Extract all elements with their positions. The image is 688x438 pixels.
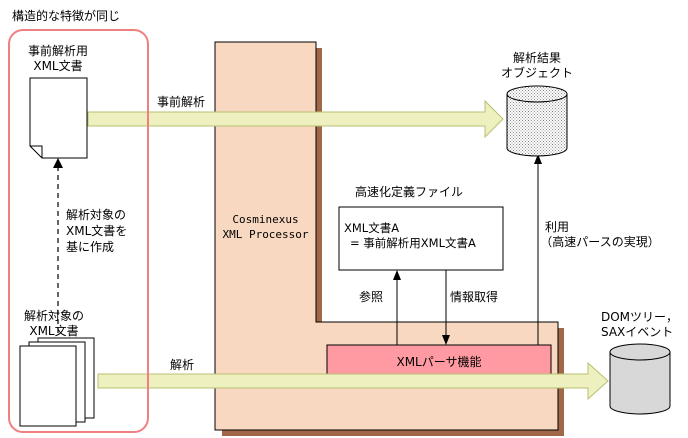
dom-sax-cylinder [609, 343, 671, 415]
use-label: 利用 （高速パースの実現） [515, 220, 685, 250]
dom-sax-label-line1: DOMツリー， [601, 310, 679, 324]
create-arrowhead [53, 158, 63, 168]
processor-label: Cosminexus XML Processor [215, 212, 316, 242]
preparse-arrow [87, 99, 504, 139]
preparse-arrow-label: 事前解析 [157, 95, 206, 109]
similar-structure-group [8, 29, 149, 433]
accel-definition-content: XML文書A = 事前解析用XML文書A [344, 221, 476, 251]
preparse-document-label: 事前解析用 XML文書 [22, 44, 94, 74]
parse-arrow [97, 361, 609, 401]
processor-block [214, 41, 559, 431]
use-label-line2: （高速パースの実現） [540, 235, 660, 249]
refer-label: 参照 [359, 290, 384, 304]
accel-definition-title: 高速化定義ファイル [355, 185, 464, 199]
info-label: 情報取得 [450, 290, 499, 304]
info-arrowhead [442, 335, 450, 345]
create-note-line2: XML文書を [66, 224, 128, 238]
use-label-line1: 利用 [545, 220, 570, 234]
target-document-label-line1: 解析対象の [23, 309, 84, 323]
processor-label-line2: XML Processor [222, 228, 309, 241]
group-title: 構造的な特徴が同じ [12, 9, 121, 23]
use-arrowhead [534, 154, 542, 164]
create-note-line3: 基に作成 [66, 240, 115, 254]
result-object-cylinder [506, 85, 568, 157]
accel-content-line1: XML文書A [344, 221, 400, 235]
preparse-document-label-line1: 事前解析用 [27, 44, 88, 58]
accel-definition-box [338, 206, 504, 271]
accel-content-line2: = 事前解析用XML文書A [350, 236, 476, 250]
preparse-document-label-line2: XML文書 [33, 59, 83, 73]
dom-sax-label: DOMツリー， SAXイベント [601, 310, 678, 340]
create-note: 解析対象の XML文書を 基に作成 [66, 207, 127, 255]
result-object-label: 解析結果 オブジェクト [492, 51, 582, 81]
dom-sax-label-line2: SAXイベント [601, 325, 674, 339]
result-object-label-line2: オブジェクト [500, 66, 573, 80]
processor-label-line1: Cosminexus [232, 213, 299, 226]
result-object-label-line1: 解析結果 [512, 51, 561, 65]
parse-arrow-label: 解析 [170, 358, 195, 372]
refer-arrowhead [393, 270, 401, 280]
target-document-label: 解析対象の XML文書 [18, 309, 90, 339]
target-documents-icon [19, 337, 95, 427]
target-document-label-line2: XML文書 [29, 324, 79, 338]
preparse-document-icon [29, 77, 88, 159]
parser-label: XMLパーサ機能 [396, 355, 482, 369]
create-note-line1: 解析対象の [66, 208, 127, 222]
